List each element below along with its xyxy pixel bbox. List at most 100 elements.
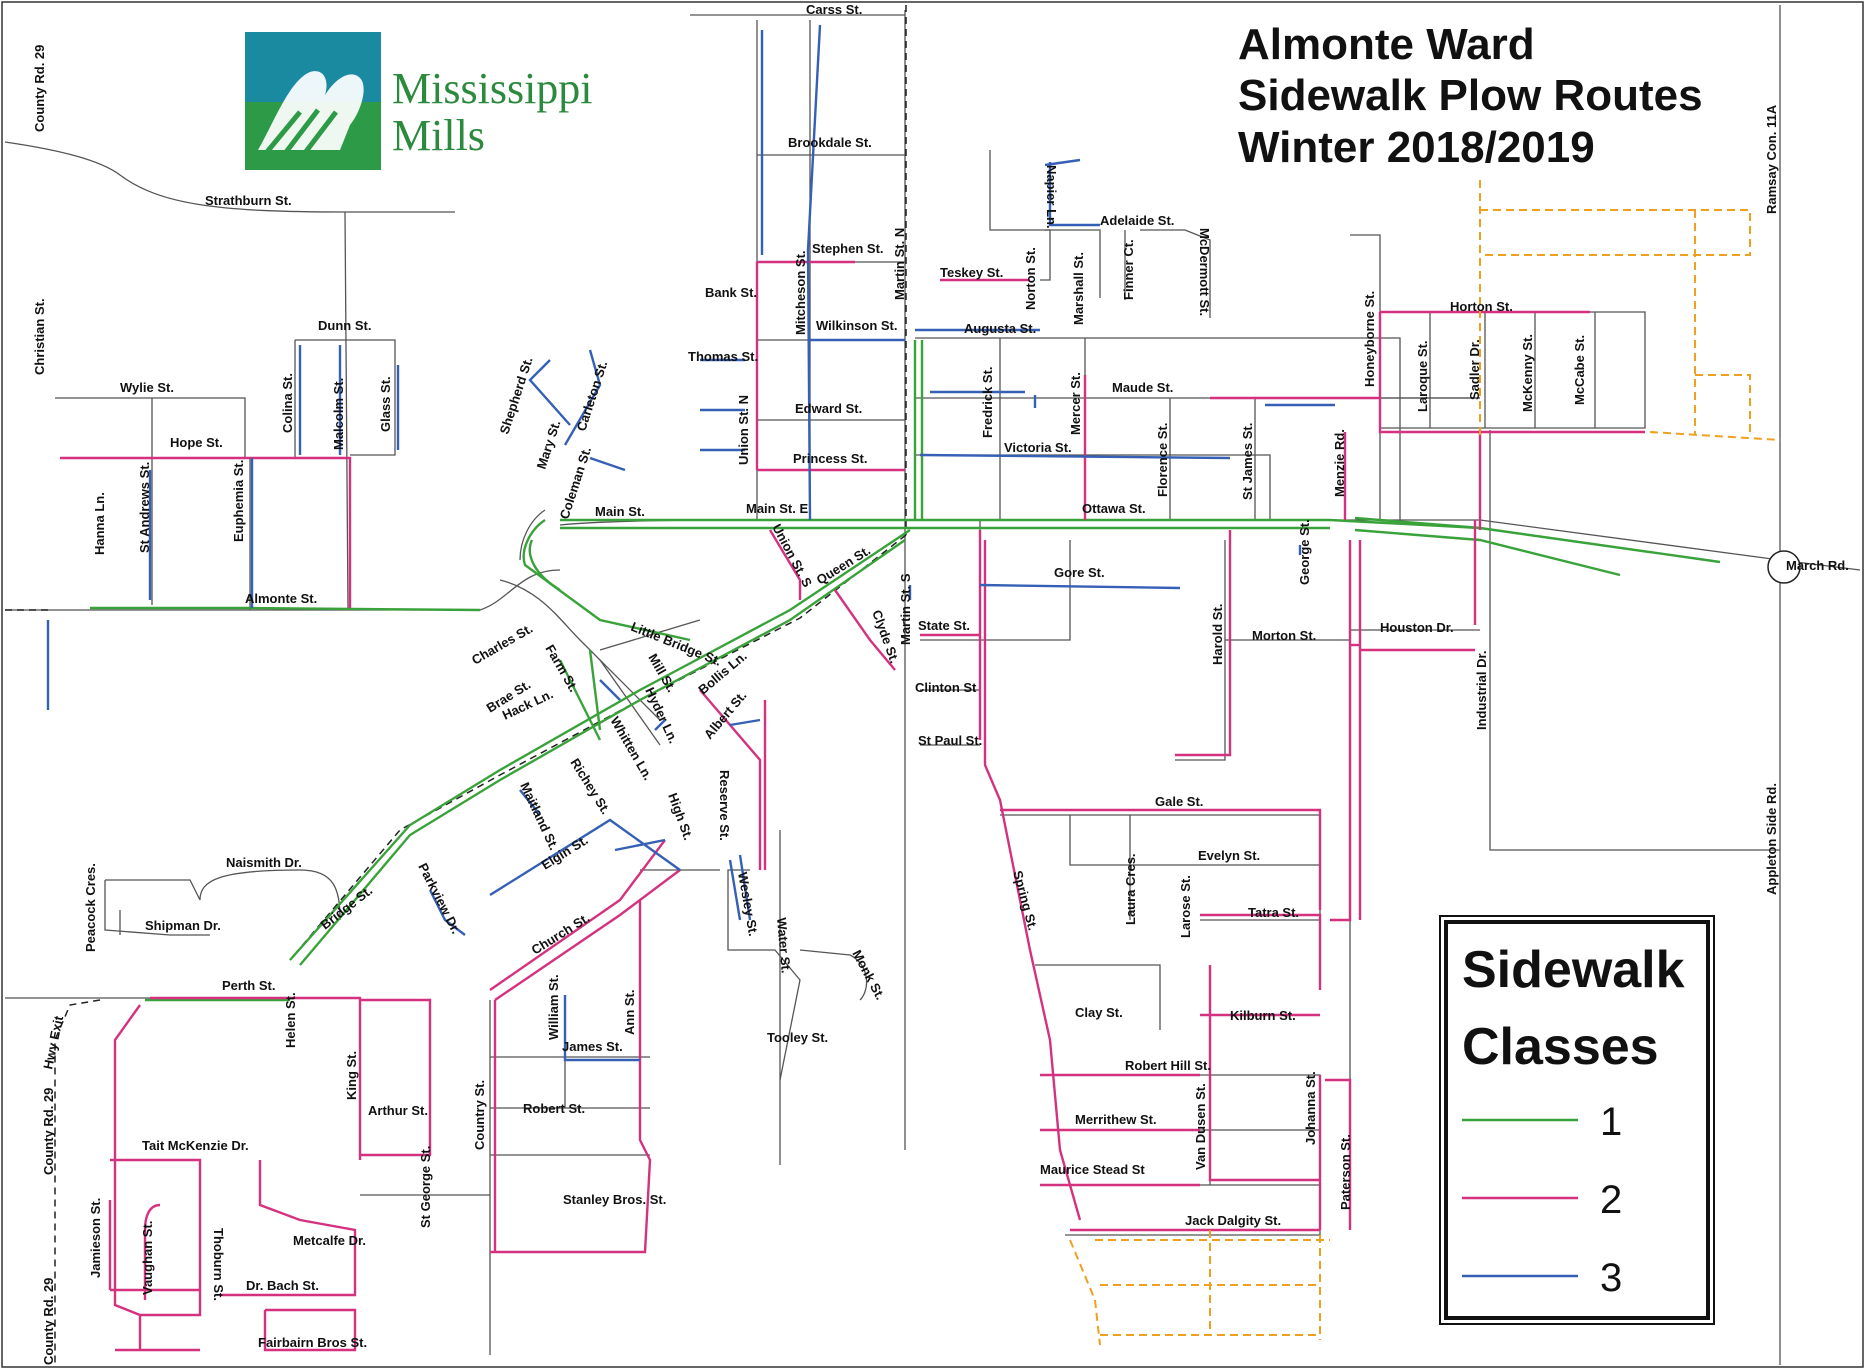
street-label: Adelaide St. (1100, 213, 1174, 228)
street-label: Marshall St. (1071, 252, 1086, 325)
street-label: Bank St. (705, 285, 757, 300)
street-label: Fairbairn Bros St. (258, 1335, 367, 1350)
logo-stripes (260, 108, 338, 164)
street-label: Hyder Ln. (642, 685, 681, 746)
street-label: Wesley St. (735, 871, 761, 937)
street-label: Colina St. (280, 373, 295, 433)
street-label: James St. (562, 1039, 623, 1054)
street-label: Thomas St. (688, 349, 758, 364)
legend-label-class-2: 2 (1600, 1178, 1622, 1222)
street-label: Napier Ln. (1044, 165, 1059, 229)
street-label: McDermott St. (1197, 228, 1212, 316)
street-label: Glass St. (378, 376, 393, 432)
street-label: Carss St. (806, 2, 862, 17)
railway (5, 5, 907, 1365)
street-label: Metcalfe Dr. (293, 1233, 366, 1248)
street-label: Stephen St. (812, 241, 884, 256)
street-label: St Paul St. (918, 733, 982, 748)
street-label: County Rd. 29 (32, 45, 47, 132)
street-label: Edward St. (795, 401, 862, 416)
legend-title-line1: Sidewalk (1462, 941, 1685, 999)
street-label: Richey St. (567, 756, 613, 817)
future-routes (1069, 180, 1781, 1346)
street-label: Charles St. (469, 621, 535, 668)
street-label: Parkview Dr. (415, 861, 463, 937)
mississippi-mills-logo: Mississippi Mills (245, 32, 593, 170)
street-label: Malcolm St. (331, 378, 346, 450)
street-label: Whitten Ln. (607, 714, 655, 783)
street-label: Wilkinson St. (816, 318, 898, 333)
street-label: Albert St. (701, 688, 750, 742)
street-label: Van Dusen St. (1193, 1083, 1208, 1170)
street-label: Augusta St. (964, 321, 1036, 336)
street-label: Water St. (774, 917, 794, 974)
street-label: Coleman St. (557, 445, 594, 521)
street-label: Paterson St. (1338, 1134, 1353, 1210)
street-label: Tatra St. (1248, 905, 1299, 920)
street-label: Peacock Cres. (83, 863, 98, 952)
street-label: Main St. (595, 504, 645, 519)
street-label: Mary St. (534, 418, 564, 471)
street-label: Industrial Dr. (1474, 651, 1489, 730)
street-label: Clinton St (915, 680, 977, 695)
street-label: County Rd. 29 (41, 1088, 56, 1175)
street-label: Jamieson St. (88, 1198, 103, 1278)
street-label: High St. (665, 791, 696, 842)
street-label: Dunn St. (318, 318, 371, 333)
street-label: Bridge St. (318, 883, 376, 933)
street-label: Laura Cres. (1123, 853, 1138, 925)
street-label: Merrithew St. (1075, 1112, 1157, 1127)
street-label: Hwy Exit (40, 1014, 66, 1071)
street-label: Jack Dalgity St. (1185, 1213, 1281, 1228)
street-label: Queen St. (814, 543, 873, 588)
street-label: Hanna Ln. (92, 492, 107, 555)
street-label: Country St. (472, 1080, 487, 1150)
street-label: Maurice Stead St (1040, 1162, 1145, 1177)
street-label: Fredrick St. (980, 366, 995, 438)
logo-text-line1: Mississippi (392, 64, 593, 113)
street-label: Hope St. (170, 435, 223, 450)
street-label: George St. (1297, 519, 1312, 585)
street-label: William St. (546, 974, 561, 1040)
street-label: Johanna St. (1303, 1071, 1318, 1145)
street-label: Ottawa St. (1082, 501, 1146, 516)
street-label: Helen St. (283, 992, 298, 1048)
logo-text-line2: Mills (392, 111, 485, 160)
title-line-3: Winter 2018/2019 (1238, 123, 1595, 172)
street-label: Honeyborne St. (1362, 291, 1377, 387)
street-label: St James St. (1240, 423, 1255, 500)
street-label: Teskey St. (940, 265, 1003, 280)
street-label: Kilburn St. (1230, 1008, 1296, 1023)
street-label: Main St. E (746, 501, 808, 516)
street-label: Harold St. (1210, 604, 1225, 665)
street-label: Shipman Dr. (145, 918, 221, 933)
street-label: Mercer St. (1068, 372, 1083, 435)
street-label: Carleton St. (574, 359, 611, 433)
street-label: Larose St. (1178, 875, 1193, 938)
street-label: Wylie St. (120, 380, 174, 395)
street-label: Almonte St. (245, 591, 317, 606)
street-label: Perth St. (222, 978, 275, 993)
street-label: Sadler Dr. (1467, 339, 1482, 400)
street-label: Spring St. (1010, 869, 1040, 932)
street-label: McCabe St. (1572, 335, 1587, 405)
street-label: Maitland St. (517, 780, 561, 852)
street-label: King St. (344, 1051, 359, 1100)
street-label: Gale St. (1155, 794, 1203, 809)
legend-inner-border (1444, 920, 1710, 1320)
title-line-2: Sidewalk Plow Routes (1238, 71, 1703, 120)
street-label: Naismith Dr. (226, 855, 302, 870)
street-label: Florence St. (1155, 423, 1170, 497)
street-label: Martin St. N (892, 228, 907, 300)
street-label: Victoria St. (1004, 440, 1072, 455)
street-label: McKenny St. (1520, 334, 1535, 412)
street-label: Little Bridge St. (629, 619, 724, 669)
class-1-routes (90, 340, 1721, 1002)
street-label: Ann St. (622, 990, 637, 1036)
street-label: Mitcheson St. (793, 250, 808, 335)
legend: Sidewalk Classes 1 2 3 (1439, 915, 1715, 1325)
street-label: Arthur St. (368, 1103, 428, 1118)
street-label: Robert Hill St. (1125, 1058, 1211, 1073)
